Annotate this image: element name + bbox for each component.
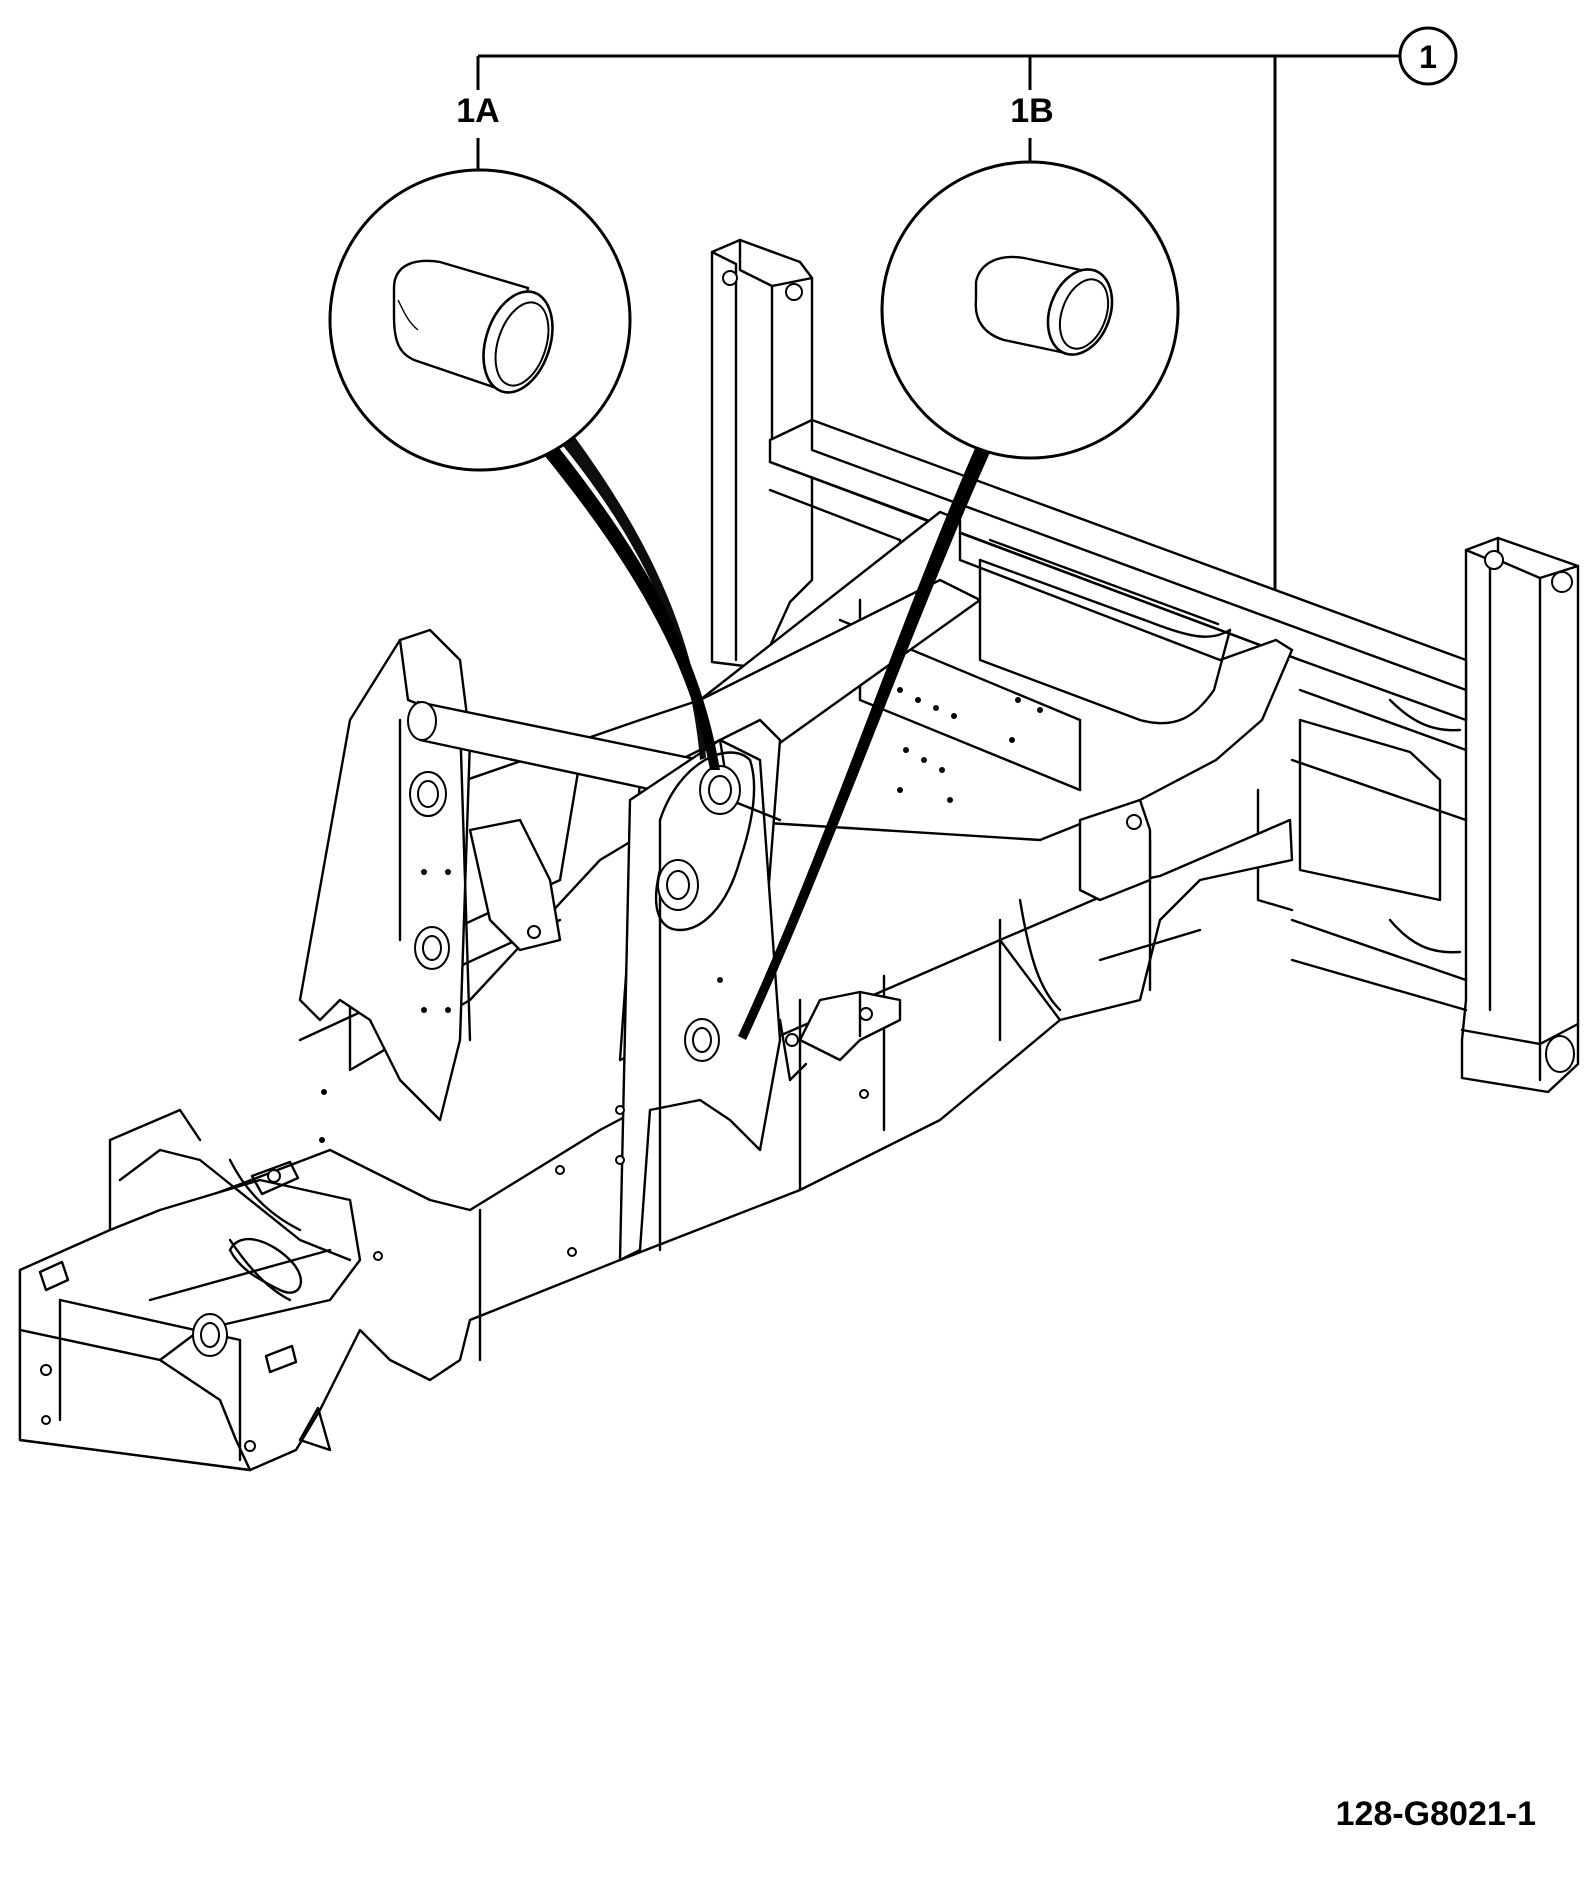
upper-frame-rails [698,510,1294,842]
front-end-box [18,1108,362,1472]
bushing-1b [974,255,1114,356]
tower-holes [319,869,451,1143]
detail-circle-1a [328,168,632,472]
frame-holes [373,1089,869,1261]
bushing-1a [392,259,554,394]
callout-1a-label: 1A [456,92,499,130]
detail-leader-bands [540,436,992,1040]
callout-main: 1 [1398,26,1458,86]
left-tower [298,628,702,1143]
callout-1b-label: 1B [1010,92,1053,130]
rear-crossmember [710,238,1580,1094]
detail-circle-1b [880,160,1180,460]
figure-code: 128-G8021-1 [1335,1795,1536,1833]
callout-main-label: 1 [1419,39,1437,75]
callout-leader-lines [476,54,1400,604]
plate-holes [897,687,1043,803]
center-tower [618,738,902,1262]
